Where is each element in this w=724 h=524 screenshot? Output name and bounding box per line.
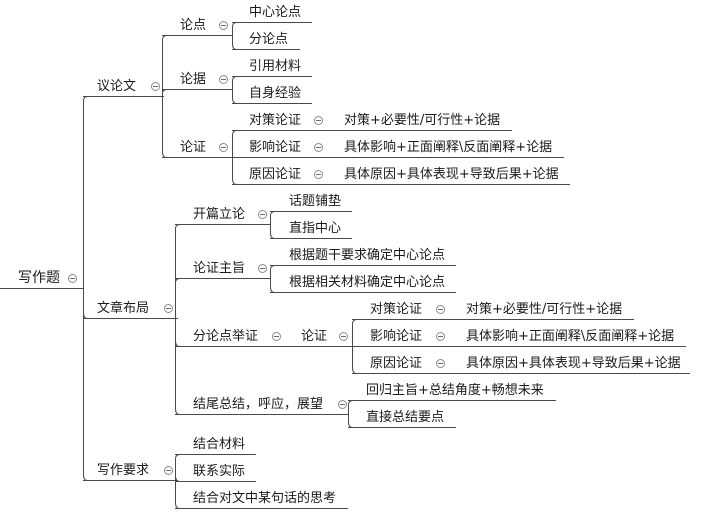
req-branch-elbow — [175, 454, 181, 460]
collapse-toggle-icon[interactable] — [151, 82, 160, 91]
collapse-toggle-icon[interactable] — [339, 332, 348, 341]
node-layout-argumentation[interactable]: 论证 — [301, 329, 328, 344]
collapse-toggle-icon[interactable] — [314, 116, 323, 125]
node-evidence[interactable]: 论据 — [180, 72, 207, 87]
node-argumentation[interactable]: 论证 — [180, 140, 207, 155]
layout-branch-elbow — [175, 408, 181, 415]
collapse-toggle-icon[interactable] — [272, 332, 281, 341]
node-connect-reality[interactable]: 联系实际 — [193, 464, 246, 479]
node-layout-impact-formula[interactable]: 具体影响+正面阐释\反面阐释+论据 — [466, 329, 675, 344]
collapse-toggle-icon[interactable] — [219, 143, 228, 152]
node-topic-lead-in[interactable]: 话题铺垫 — [289, 194, 342, 209]
node-argue-main-idea[interactable]: 论证主旨 — [193, 261, 246, 276]
node-direct-to-center[interactable]: 直指中心 — [289, 221, 342, 236]
collapse-toggle-icon[interactable] — [436, 332, 445, 341]
opening-branch-elbow — [270, 211, 276, 217]
node-impact-formula[interactable]: 具体影响+正面阐释\反面阐释+论据 — [344, 140, 553, 155]
node-thesis-from-question[interactable]: 根据题干要求确定中心论点 — [289, 248, 446, 263]
evidence-branch-elbow — [232, 97, 238, 104]
root-branch-elbow — [83, 474, 89, 481]
collapse-toggle-icon[interactable] — [436, 359, 445, 368]
layout-arg-branch-elbow — [352, 367, 358, 374]
evidence-branch-elbow — [232, 76, 238, 82]
main-idea-branch-elbow — [270, 265, 276, 271]
ending-branch-elbow — [348, 400, 354, 406]
node-writing-topic[interactable]: 写作题 — [18, 270, 60, 286]
node-thesis[interactable]: 论点 — [180, 18, 207, 33]
essay-branch-elbow — [162, 35, 168, 41]
collapse-toggle-icon[interactable] — [436, 305, 445, 314]
node-cause-argument[interactable]: 原因论证 — [249, 167, 302, 182]
req-branch-elbow — [175, 502, 181, 509]
node-writing-requirements[interactable]: 写作要求 — [97, 463, 150, 478]
ending-branch-elbow — [348, 421, 354, 428]
node-layout-solution-argument[interactable]: 对策论证 — [370, 302, 423, 317]
thesis-branch-elbow — [232, 22, 238, 28]
node-sub-thesis-evidence[interactable]: 分论点举证 — [193, 329, 259, 344]
collapse-toggle-icon[interactable] — [314, 143, 323, 152]
node-solution-formula[interactable]: 对策+必要性/可行性+论据 — [344, 113, 501, 128]
collapse-toggle-icon[interactable] — [338, 400, 347, 409]
node-central-thesis[interactable]: 中心论点 — [249, 5, 302, 20]
collapse-toggle-icon[interactable] — [314, 170, 323, 179]
thesis-branch-elbow — [232, 43, 238, 50]
main-idea-branch-elbow — [270, 286, 276, 293]
essay-branch-elbow — [162, 151, 168, 158]
collapse-toggle-icon[interactable] — [258, 210, 267, 219]
node-sub-thesis[interactable]: 分论点 — [249, 32, 289, 47]
opening-branch-elbow — [270, 232, 276, 239]
node-layout-solution-formula[interactable]: 对策+必要性/可行性+论据 — [466, 302, 623, 317]
node-cause-formula[interactable]: 具体原因+具体表现+导致后果+论据 — [344, 167, 559, 182]
argument-branch-elbow — [232, 178, 238, 185]
layout-branch-elbow — [175, 278, 181, 284]
collapse-toggle-icon[interactable] — [164, 304, 173, 313]
layout-arg-branch-elbow — [352, 319, 358, 325]
node-ending-summary[interactable]: 结尾总结，呼应，展望 — [193, 397, 324, 412]
node-solution-argument[interactable]: 对策论证 — [249, 113, 302, 128]
layout-branch-elbow — [175, 340, 181, 347]
root-branch-elbow — [83, 96, 89, 102]
node-personal-experience[interactable]: 自身经验 — [249, 86, 302, 101]
node-layout-cause-formula[interactable]: 具体原因+具体表现+导致后果+论据 — [466, 356, 681, 371]
root-branch-elbow — [83, 312, 89, 319]
collapse-toggle-icon[interactable] — [164, 466, 173, 475]
node-argumentative-essay[interactable]: 议论文 — [97, 79, 137, 94]
node-opening-thesis[interactable]: 开篇立论 — [193, 207, 246, 222]
node-cite-material[interactable]: 引用材料 — [249, 59, 302, 74]
node-summarize-points[interactable]: 直接总结要点 — [366, 410, 445, 425]
node-return-to-theme[interactable]: 回归主旨+总结角度+畅想未来 — [366, 383, 544, 398]
essay-branch-elbow — [162, 89, 168, 95]
collapse-toggle-icon[interactable] — [68, 274, 77, 283]
collapse-toggle-icon[interactable] — [219, 75, 228, 84]
layout-branch-elbow — [175, 224, 181, 230]
collapse-toggle-icon[interactable] — [219, 21, 228, 30]
argument-branch-elbow — [232, 130, 238, 136]
node-reflect-on-sentence[interactable]: 结合对文中某句话的思考 — [193, 491, 337, 506]
node-essay-layout[interactable]: 文章布局 — [97, 301, 150, 316]
node-layout-cause-argument[interactable]: 原因论证 — [370, 356, 423, 371]
node-combine-material[interactable]: 结合材料 — [193, 437, 246, 452]
node-impact-argument[interactable]: 影响论证 — [249, 140, 302, 155]
node-layout-impact-argument[interactable]: 影响论证 — [370, 329, 423, 344]
node-thesis-from-material[interactable]: 根据相关材料确定中心论点 — [289, 275, 446, 290]
collapse-toggle-icon[interactable] — [258, 264, 267, 273]
